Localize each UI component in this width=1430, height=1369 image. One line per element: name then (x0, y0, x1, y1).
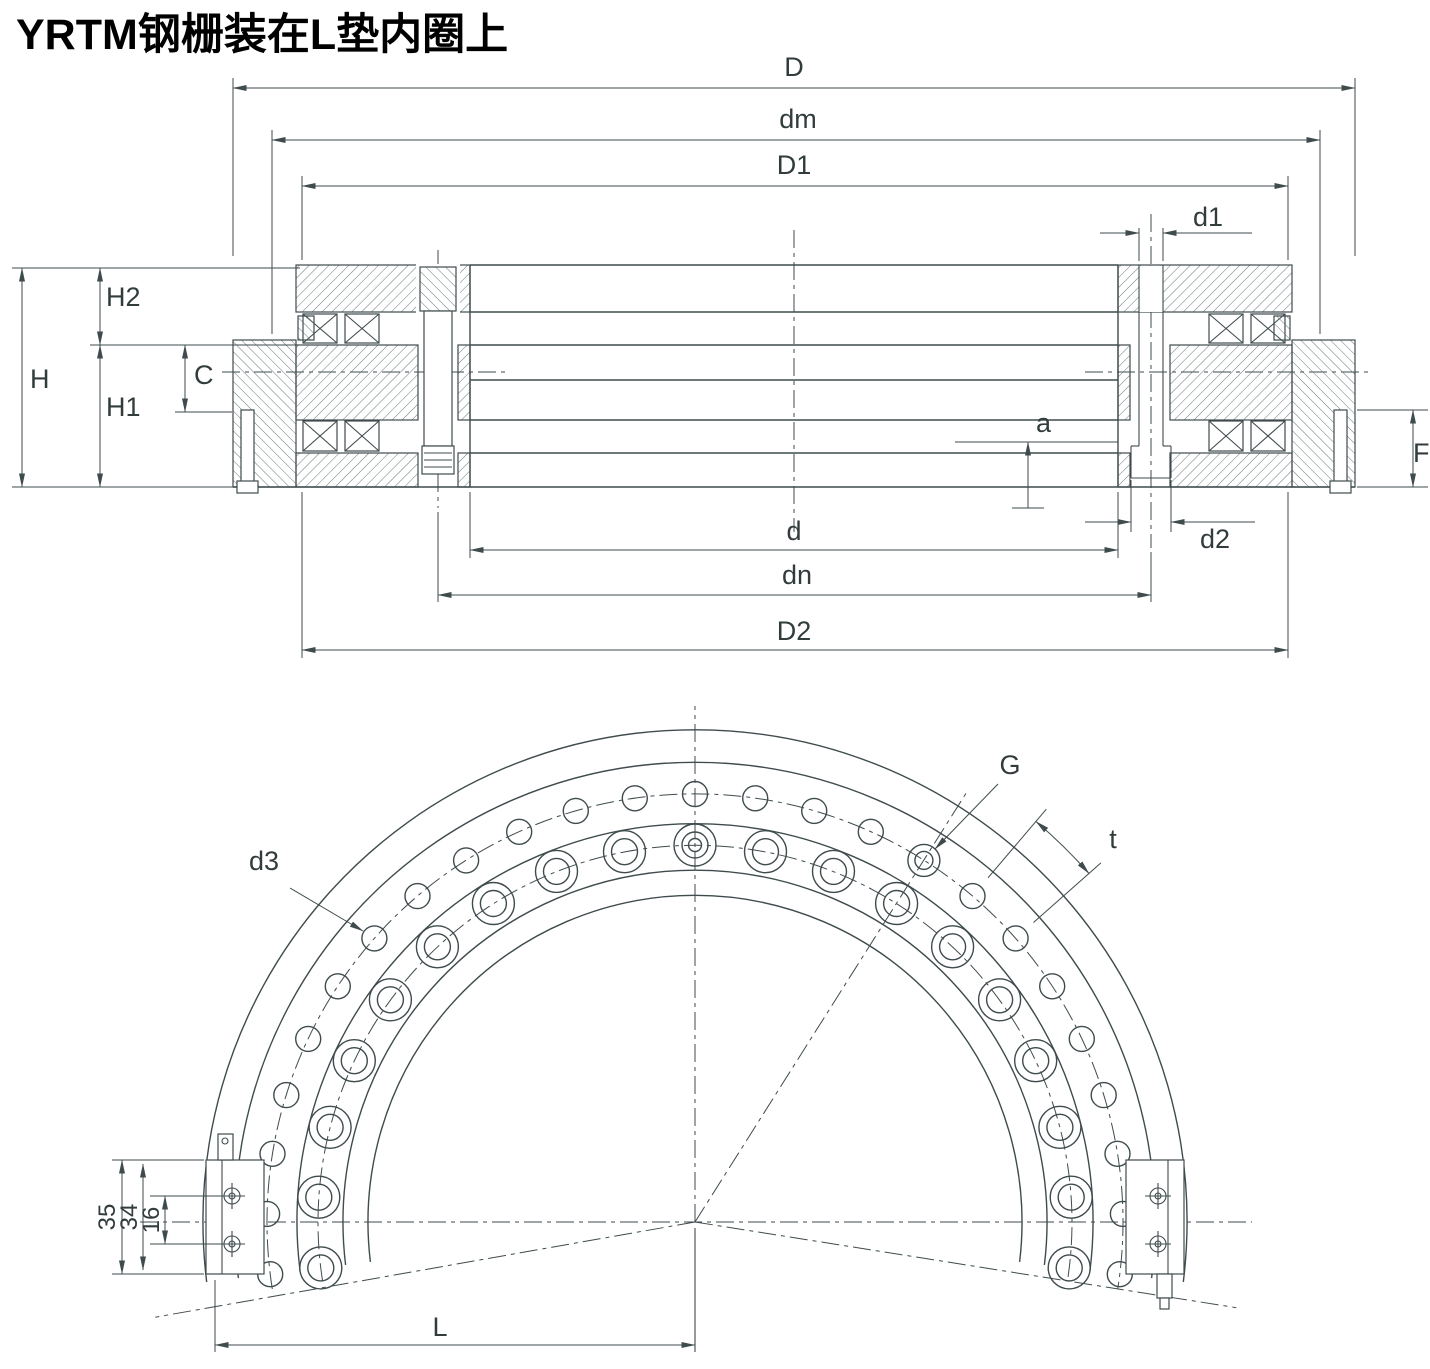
d3-leader (289, 887, 364, 932)
bearing-plan-geometry (155, 706, 1237, 1318)
dim-label-H: H (30, 364, 50, 394)
reader-tab (1156, 1273, 1173, 1299)
dim-H1: H1 (97, 344, 141, 488)
page-title: YRTM钢栅装在L垫内圈上 (16, 11, 509, 59)
G-leader (934, 783, 999, 850)
reader-dimensions: 35 34 16 (94, 1159, 224, 1275)
dim-label-D2: D2 (777, 616, 812, 646)
dim-D1: D1 (301, 150, 1289, 260)
dim-D2: D2 (301, 492, 1289, 658)
dim-label-G: G (999, 750, 1020, 780)
ring-silhouette-lines (233, 264, 1355, 488)
dim-label-F: F (1413, 438, 1430, 468)
dim-label-d: d (786, 516, 801, 546)
outer-ring-screw (240, 409, 255, 483)
dim-label-D1: D1 (777, 150, 812, 180)
dim-label-D: D (784, 52, 804, 82)
scale-reader-left (205, 1133, 265, 1275)
dim-d2: d2 (1085, 480, 1255, 554)
dim-a: a (955, 408, 1118, 509)
dim-label-d1: d1 (1193, 202, 1223, 232)
dim-label-dn: dn (782, 560, 812, 590)
bolt-hole-outline (1130, 265, 1172, 479)
seal (1273, 315, 1291, 341)
seal (297, 315, 315, 341)
dim-label-dm: dm (779, 104, 817, 134)
plan-view: 35 34 16 L G t d3 (94, 706, 1252, 1352)
section-view: D dm D1 d1 (12, 52, 1430, 658)
dim-F: F (1357, 409, 1430, 488)
dim-C: C (175, 344, 232, 413)
dim-label-a: a (1036, 408, 1052, 438)
dim-label-d3: d3 (249, 846, 279, 876)
dim-label-34: 34 (116, 1204, 143, 1231)
dim-d1: d1 (1100, 202, 1252, 261)
dim-label-L: L (432, 1312, 447, 1342)
dim-dm: dm (271, 104, 1321, 334)
dim-H2: H2 (90, 267, 298, 346)
dim-label-d2: d2 (1200, 524, 1230, 554)
dim-H: H (12, 267, 300, 488)
dim-L: L (214, 1228, 696, 1352)
outer-ring-screw-head (1329, 480, 1352, 494)
outer-ring-screw-head (236, 480, 259, 494)
plan-labels: G t d3 (249, 750, 1117, 932)
clamp-bolt-head (419, 266, 457, 312)
dim-label-H2: H2 (106, 282, 141, 312)
left-section (232, 264, 471, 494)
dim-label-16: 16 (138, 1207, 165, 1234)
dim-label-H1: H1 (106, 392, 141, 422)
outer-ring-screw (1333, 409, 1348, 483)
dim-label-C: C (194, 360, 214, 390)
dim-dn: dn (437, 512, 1152, 602)
clamp-bolt-shank (423, 310, 453, 447)
dim-d: d (469, 492, 1119, 558)
dim-label-t: t (1109, 824, 1117, 854)
dim-label-35: 35 (94, 1204, 121, 1231)
scale-reader-right (1125, 1159, 1185, 1310)
right-section (1117, 264, 1356, 494)
dim-D: D (232, 52, 1356, 256)
